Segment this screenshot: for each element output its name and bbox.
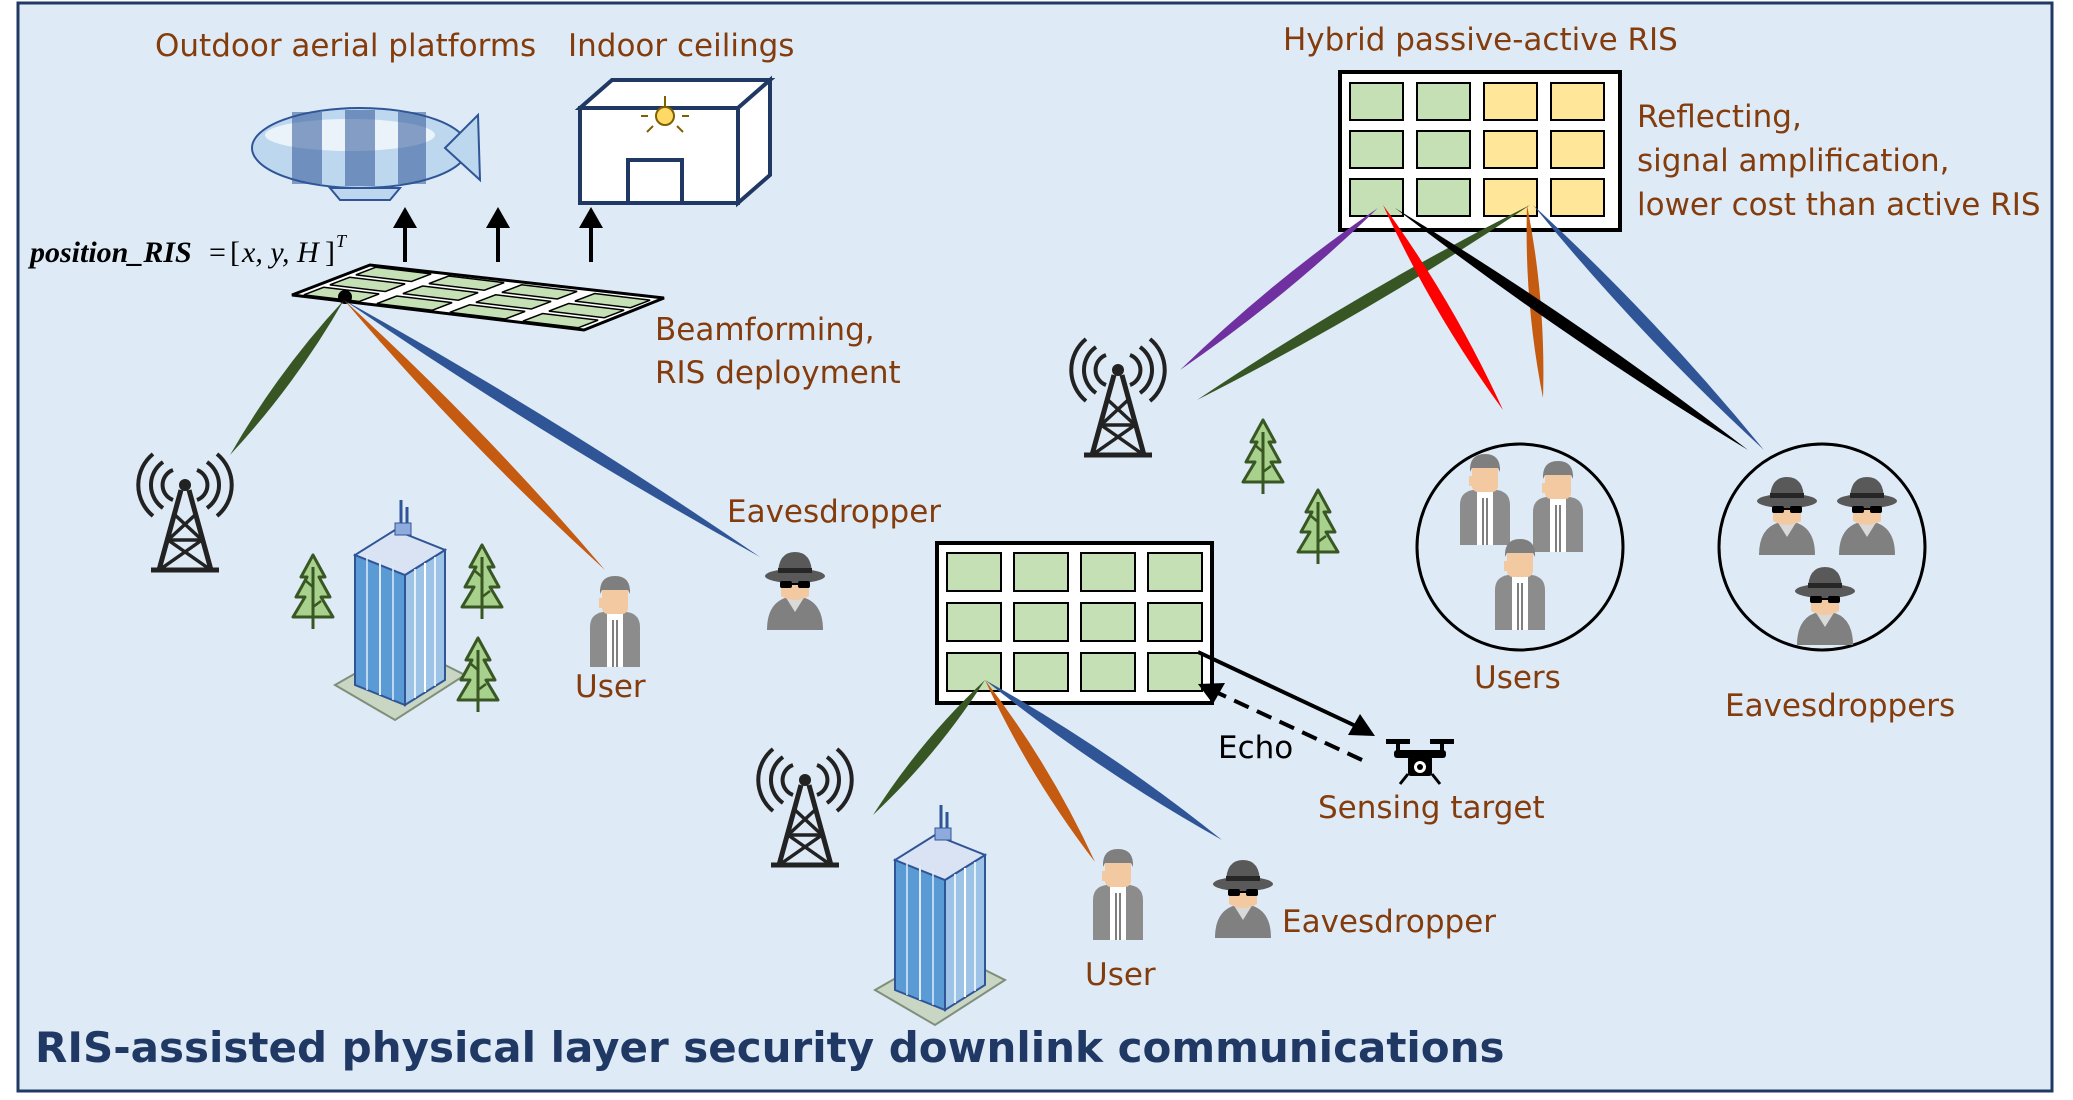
ris-element xyxy=(1416,178,1471,217)
left-beams xyxy=(230,300,760,570)
ris-element xyxy=(574,292,651,309)
ris-element xyxy=(1349,130,1404,169)
ris-position-formula: position_RIS = [ x, y, H ] T xyxy=(27,231,348,269)
signal-beam xyxy=(985,680,1095,862)
signal-beam xyxy=(1180,208,1378,370)
beamforming-label: Beamforming, xyxy=(655,312,875,348)
reflecting-label: Reflecting, xyxy=(1637,99,1802,135)
ris-element xyxy=(1080,652,1136,692)
ris-element xyxy=(1080,552,1136,592)
svg-text:T: T xyxy=(336,231,348,251)
ris-element xyxy=(1483,82,1538,121)
eavesdroppers-label: Eavesdroppers xyxy=(1725,688,1955,724)
right-beams xyxy=(1180,205,1764,450)
ris-element xyxy=(501,283,578,300)
ris-element xyxy=(522,312,599,329)
ris-element xyxy=(946,602,1002,642)
signal-beam xyxy=(873,680,985,815)
ris-deployment-label: RIS deployment xyxy=(655,355,901,391)
ris-element xyxy=(1349,178,1404,217)
airship-icon xyxy=(251,107,482,201)
eavesdroppers-group xyxy=(1717,442,1927,652)
drone-icon xyxy=(1386,739,1454,785)
ris-panel-icon xyxy=(291,263,665,332)
ris-element xyxy=(1550,178,1605,217)
signal-beam xyxy=(1197,205,1530,400)
ris-element xyxy=(376,295,453,312)
sensing-arrows xyxy=(1197,650,1375,762)
eavesdropper-bottom-label: Eavesdropper xyxy=(1282,904,1496,940)
signal-beam xyxy=(1395,208,1748,450)
lower-cost-label: lower cost than active RIS xyxy=(1637,187,2041,223)
svg-text:=: = xyxy=(209,236,226,269)
ris-position-dot xyxy=(338,290,352,304)
ris-element xyxy=(1080,602,1136,642)
signal-beam xyxy=(1533,205,1764,450)
ris-element xyxy=(1483,178,1538,217)
user-bottom-label: User xyxy=(1085,957,1156,993)
ris-element xyxy=(1013,602,1069,642)
ris-element xyxy=(1013,552,1069,592)
amplification-label: signal amplification, xyxy=(1637,143,1949,179)
signal-beam xyxy=(344,300,760,557)
svg-text:]: ] xyxy=(325,236,335,269)
signal-beam xyxy=(344,300,605,570)
hybrid-ris-label: Hybrid passive-active RIS xyxy=(1283,22,1678,58)
ris-element xyxy=(355,266,432,283)
ris-element xyxy=(449,303,526,320)
ris-element xyxy=(1147,552,1203,592)
ris-panel-icon xyxy=(935,541,1214,705)
signal-beam xyxy=(230,300,344,455)
ris-element xyxy=(548,302,625,319)
ris-element xyxy=(1147,652,1203,692)
users-group xyxy=(1415,442,1625,652)
ris-element xyxy=(329,276,406,293)
ris-element xyxy=(1483,130,1538,169)
ris-element xyxy=(428,275,505,292)
ris-element xyxy=(1550,130,1605,169)
ris-element xyxy=(475,293,552,310)
lamp-icon xyxy=(641,96,689,133)
svg-text:position_RIS: position_RIS xyxy=(27,236,192,269)
caption: RIS-assisted physical layer security dow… xyxy=(35,1023,1505,1072)
eavesdropper-left-label: Eavesdropper xyxy=(727,494,941,530)
sensing-target-label: Sensing target xyxy=(1318,790,1545,826)
ris-element xyxy=(1013,652,1069,692)
indoor-label: Indoor ceilings xyxy=(568,28,794,64)
deployment-arrows xyxy=(393,207,603,262)
ris-element xyxy=(402,285,479,302)
ris-element xyxy=(1147,602,1203,642)
middle-beams xyxy=(873,680,1222,862)
signal-beam xyxy=(985,680,1222,840)
svg-text:[: [ xyxy=(230,236,240,269)
building-ceiling-icon xyxy=(574,75,776,208)
outdoor-label: Outdoor aerial platforms xyxy=(155,28,536,64)
ris-element xyxy=(1416,82,1471,121)
signal-beam xyxy=(1383,205,1503,410)
ris-element xyxy=(946,552,1002,592)
ris-element xyxy=(1349,82,1404,121)
user-left-label: User xyxy=(575,669,646,705)
svg-text:x, y, H: x, y, H xyxy=(241,236,321,269)
ris-element xyxy=(1550,82,1605,121)
ris-panel-icon xyxy=(1338,70,1622,232)
users-label: Users xyxy=(1474,660,1561,696)
echo-label: Echo xyxy=(1218,730,1293,766)
ris-element xyxy=(1416,130,1471,169)
